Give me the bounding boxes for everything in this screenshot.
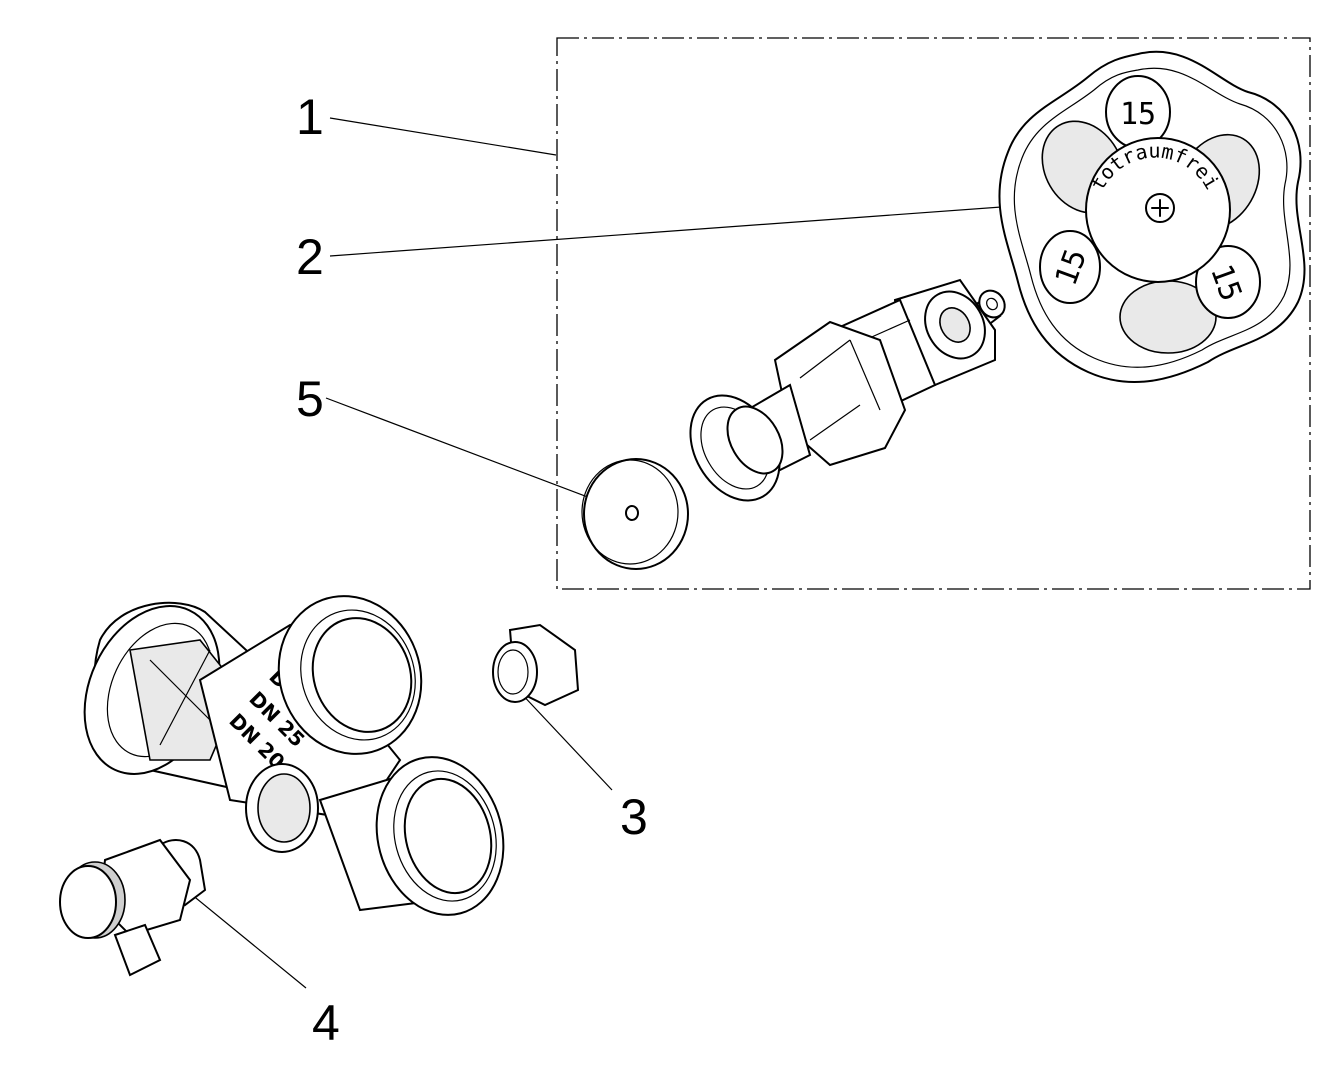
drain-valve xyxy=(59,838,207,977)
disc-seal xyxy=(581,458,689,570)
assembly-boundary xyxy=(556,37,1311,590)
leader-4 xyxy=(179,884,307,989)
handwheel-number-top: 15 xyxy=(1120,97,1156,132)
leader-1 xyxy=(329,117,557,156)
leader-lines xyxy=(179,117,1016,989)
leader-3 xyxy=(517,689,613,791)
callout-2: 2 xyxy=(296,229,324,285)
leader-5 xyxy=(325,397,631,514)
handwheel: 15 15 15 totraumfrei xyxy=(998,50,1306,383)
callout-5: 5 xyxy=(296,371,324,427)
callout-1: 1 xyxy=(296,89,324,145)
leader-2 xyxy=(329,205,1016,257)
valve-body: DN 20 DN 25 DN 32 xyxy=(83,595,505,916)
callout-4: 4 xyxy=(312,995,340,1051)
callout-3: 3 xyxy=(620,789,648,845)
drain-plug xyxy=(492,623,580,707)
stem-assembly xyxy=(689,278,1006,502)
